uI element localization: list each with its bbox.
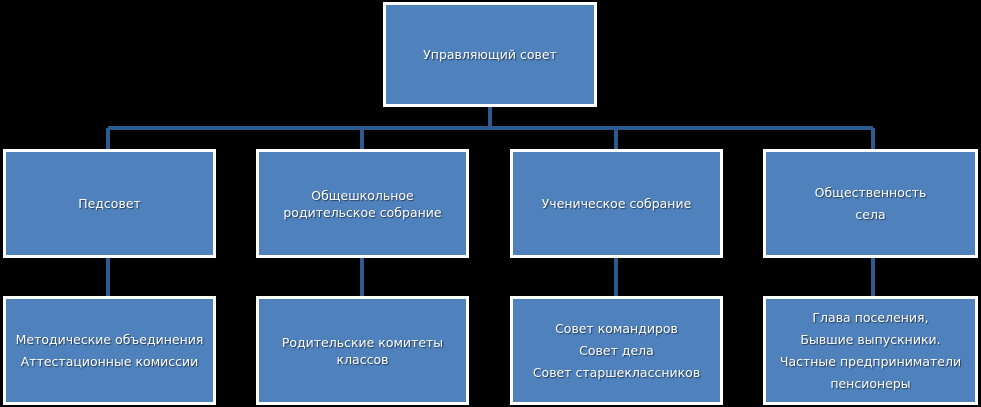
node-label-line-3: Частные предприниматели: [779, 353, 962, 369]
node-label-line-2: Бывшие выпускники.: [800, 331, 941, 347]
node-student-meeting: Ученическое собрание: [510, 149, 723, 258]
node-label-line-2: Аттестационные комиссии: [20, 353, 199, 369]
node-methodical-associations: Методические объединения Аттестационные …: [3, 296, 216, 405]
node-label-line-1: Глава поселения,: [812, 309, 929, 325]
node-label-line-2: села: [855, 206, 886, 222]
node-label: Управляющий совет: [423, 47, 557, 62]
node-label-line-2: родительское собрание: [283, 204, 442, 220]
node-parent-committees: Родительские комитеты классов: [256, 296, 469, 405]
node-label-line-4: пенсионеры: [830, 375, 911, 391]
node-label-line-2: Совет дела: [579, 342, 654, 358]
node-label-line-1: Общественность: [814, 184, 927, 200]
node-student-councils: Совет командиров Совет дела Совет старше…: [510, 296, 723, 405]
node-label-line-1: Совет командиров: [555, 320, 678, 336]
node-label-line-1: Родительские комитеты: [281, 334, 444, 350]
node-pedsovet: Педсовет: [3, 149, 216, 258]
node-governing-council: Управляющий совет: [383, 2, 597, 107]
node-village-community: Общественность села: [763, 149, 978, 258]
node-label: Педсовет: [78, 196, 141, 211]
node-label-line-1: Общешкольное: [311, 187, 414, 203]
node-label: Ученическое собрание: [541, 196, 692, 211]
node-label-line-3: Совет старшеклассников: [532, 364, 701, 380]
node-school-parents-meeting: Общешкольное родительское собрание: [256, 149, 469, 258]
node-community-members: Глава поселения, Бывшие выпускники. Част…: [763, 296, 978, 405]
node-label-line-1: Методические объединения: [15, 331, 204, 347]
node-label-line-2: классов: [336, 351, 389, 367]
